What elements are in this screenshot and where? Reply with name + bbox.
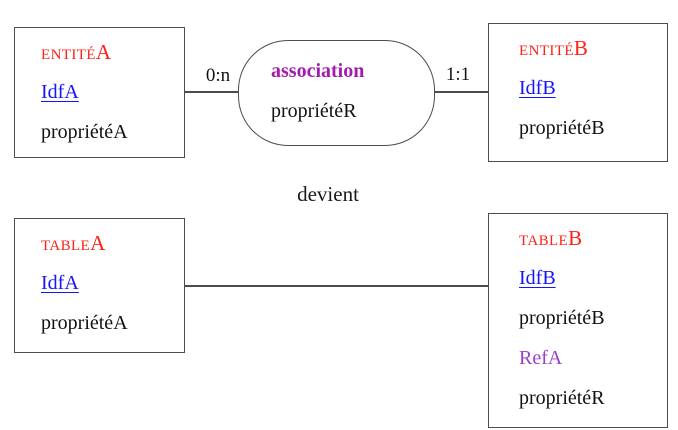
table-a-title: TABLEA [15, 223, 184, 263]
entity-a-identifier: IdfA [41, 81, 79, 103]
cardinality-right-label: 1:1 [445, 64, 471, 85]
table-b-title: TABLEB [489, 218, 667, 258]
table-link-line [185, 285, 488, 287]
table-b-foreign-key: RefA [519, 347, 563, 369]
table-b-box: TABLEB IdfB propriétéB RefA propriétéR [488, 213, 668, 428]
entity-a-identifier-row: IdfA [15, 72, 184, 112]
entity-b-title: ENTITÉB [489, 28, 667, 68]
table-a-identifier: IdfA [41, 272, 79, 294]
relation-line-right [433, 91, 488, 93]
table-b-identifier-row: IdfB [489, 258, 667, 298]
table-b-title-smallcaps: TABLE [519, 233, 569, 249]
association-name: association [271, 60, 365, 82]
relation-line-left [185, 91, 240, 93]
entity-a-attribute: propriétéA [41, 121, 128, 143]
entity-b-box: ENTITÉB IdfB propriétéB [488, 23, 668, 162]
table-a-title-smallcaps: TABLE [41, 238, 91, 254]
cardinality-left-label: 0:n [205, 65, 231, 86]
table-b-attribute-1: propriétéB [519, 307, 605, 329]
table-a-box: TABLEA IdfA propriétéA [14, 218, 185, 353]
entity-b-title-suffix: B [573, 36, 588, 60]
devient-label: devient [297, 182, 359, 206]
table-b-title-suffix: B [568, 226, 583, 250]
entity-b-identifier: IdfB [519, 77, 556, 99]
entity-b-title-smallcaps: ENTITÉ [519, 43, 574, 59]
table-b-identifier: IdfB [519, 267, 556, 289]
table-a-attribute: propriétéA [41, 312, 128, 334]
table-a-title-suffix: A [90, 231, 106, 255]
entity-a-title-suffix: A [95, 40, 112, 64]
table-b-attribute-2: propriétéR [519, 387, 605, 409]
association-attribute: propriétéR [271, 100, 357, 122]
entity-a-box: ENTITÉA IdfA propriétéA [14, 27, 185, 158]
entity-a-title-smallcaps: ENTITÉ [41, 47, 96, 63]
table-a-identifier-row: IdfA [15, 263, 184, 303]
entity-a-title: ENTITÉA [15, 32, 184, 72]
entity-b-identifier-row: IdfB [489, 68, 667, 108]
entity-b-attribute: propriétéB [519, 117, 605, 139]
association-shape: association propriétéR [238, 40, 435, 146]
